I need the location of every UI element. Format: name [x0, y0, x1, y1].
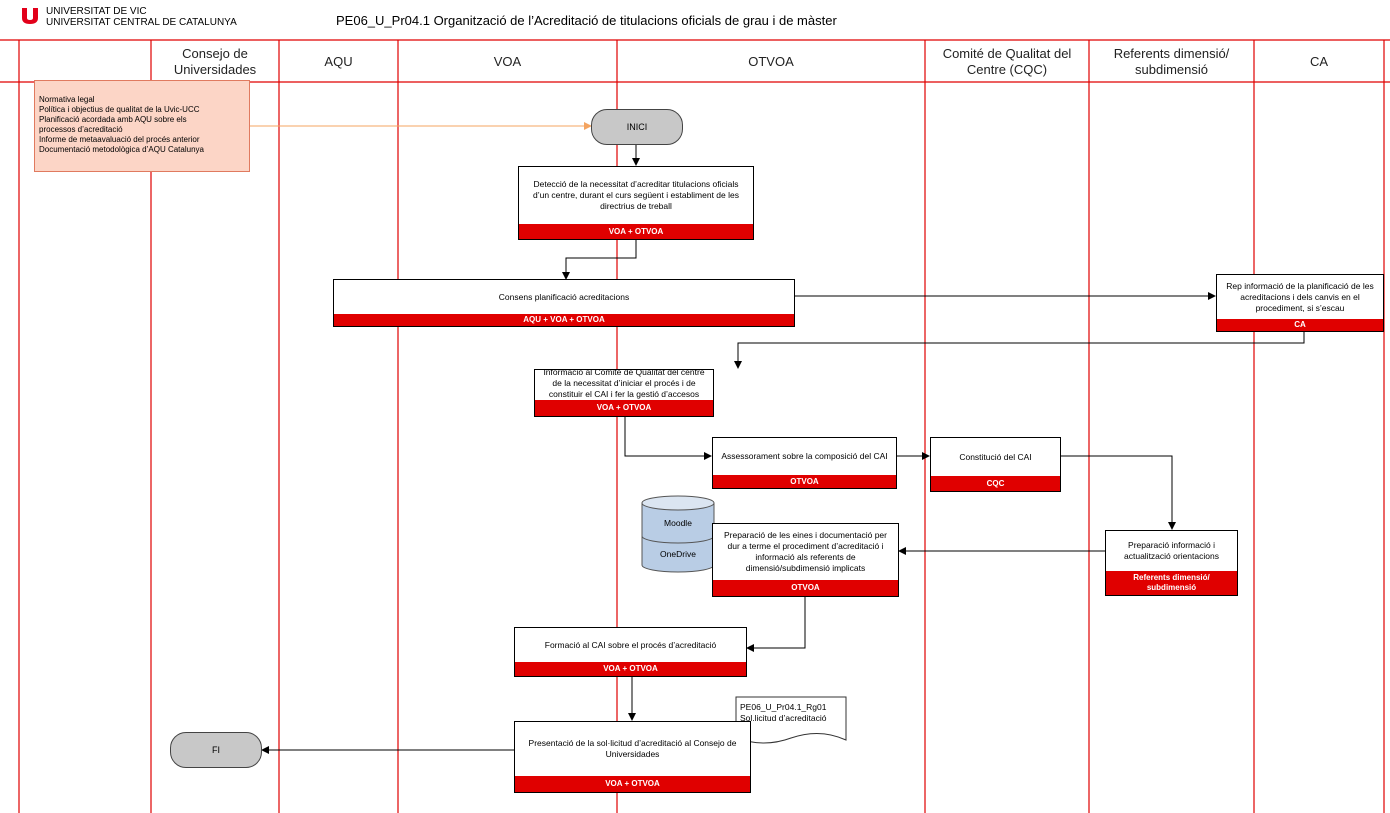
owner-badge: VOA + OTVOA	[515, 662, 746, 676]
owner-badge: VOA + OTVOA	[535, 400, 713, 416]
input-item: Informe de metaavaluació del procés ante…	[39, 135, 200, 144]
owner-badge: VOA + OTVOA	[519, 224, 753, 239]
lane-header-ca: CA	[1309, 54, 1329, 69]
input-item: Política i objectius de qualitat de la U…	[39, 105, 200, 114]
step-constitute-cai[interactable]: Constitució del CAI CQC	[930, 437, 1061, 492]
university-name-line2: UNIVERSITAT CENTRAL DE CATALUNYA	[46, 17, 237, 28]
database-label-moodle: Moodle	[664, 518, 692, 528]
step-submit-request[interactable]: Presentació de la sol·licitud d’acredita…	[514, 721, 751, 793]
owner-badge: VOA + OTVOA	[515, 776, 750, 792]
start-terminator[interactable]: INICI	[591, 109, 683, 145]
document-code: PE06_U_Pr04.1_Rg01	[740, 702, 827, 712]
document-title: Sol.licitud d’acreditació	[740, 713, 827, 723]
database-label-onedrive: OneDrive	[660, 549, 696, 559]
step-advice-cai[interactable]: Assessorament sobre la composició del CA…	[712, 437, 897, 489]
owner-badge: OTVOA	[713, 475, 896, 488]
lane-header-aqu: AQU	[324, 54, 353, 69]
step-prepare-tools[interactable]: Preparació de les eines i documentació p…	[712, 523, 899, 597]
owner-badge: OTVOA	[713, 580, 898, 596]
step-inform-cqc[interactable]: Informació al Comitè de Qualitat del cen…	[534, 367, 714, 417]
end-terminator[interactable]: FI	[170, 732, 262, 768]
input-item: Normativa legal	[39, 95, 95, 104]
step-referents-prep[interactable]: Preparació informació i actualització or…	[1105, 530, 1238, 596]
owner-badge: AQU + VOA + OTVOA	[334, 314, 794, 326]
lane-header-consejo: Consejo de Universidades	[173, 46, 257, 77]
owner-badge: CA	[1217, 319, 1383, 331]
lane-header-referents: Referents dimensió/ subdimensió	[1113, 46, 1230, 77]
lane-header-voa: VOA	[493, 54, 522, 69]
university-logo	[22, 8, 38, 24]
lane-header-cqc: Comité de Qualitat del Centre (CQC)	[942, 46, 1072, 77]
database-icon	[641, 495, 715, 573]
step-training-cai[interactable]: Formació al CAI sobre el procés d’acredi…	[514, 627, 747, 677]
step-ca-receives[interactable]: Rep informació de la planificació de les…	[1216, 274, 1384, 332]
university-name-line1: UNIVERSITAT DE VIC	[46, 6, 147, 17]
input-item: Planificació acordada amb AQU sobre els …	[39, 115, 187, 134]
owner-badge: CQC	[931, 476, 1060, 491]
step-detection[interactable]: Detecció de la necessitat d’acreditar ti…	[518, 166, 754, 240]
lane-header-otvoa: OTVOA	[748, 54, 794, 69]
page-title: PE06_U_Pr04.1 Organització de l’Acredita…	[336, 13, 837, 28]
process-inputs-note: Normativa legal Política i objectius de …	[34, 80, 250, 172]
step-consensus[interactable]: Consens planificació acreditacions AQU +…	[333, 279, 795, 327]
owner-badge: Referents dimensió/ subdimensió	[1106, 571, 1237, 595]
input-item: Documentació metodològica d’AQU Cataluny…	[39, 145, 204, 154]
